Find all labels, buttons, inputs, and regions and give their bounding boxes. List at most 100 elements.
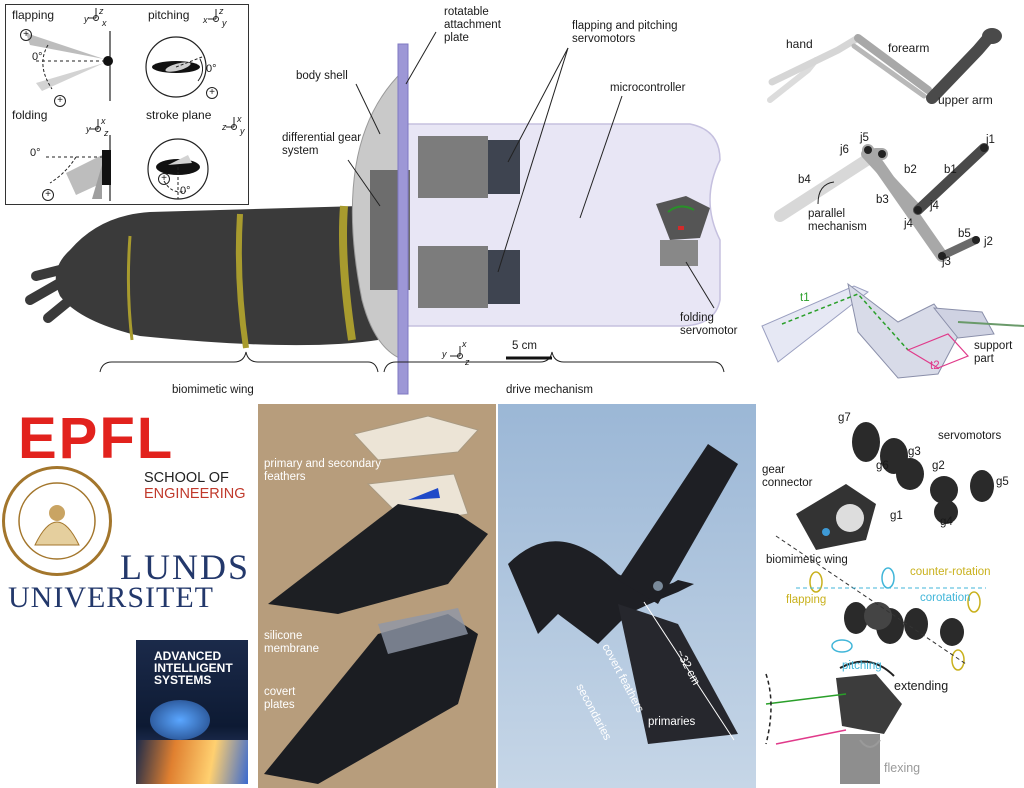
school-of-label: SCHOOL OF	[144, 470, 229, 486]
bar-b2: b2	[904, 164, 917, 176]
flapping-diagram	[26, 31, 113, 101]
lunds-label: LUNDS	[120, 547, 251, 587]
axis-z-2: z	[219, 6, 224, 16]
bar-b4: b4	[798, 174, 811, 186]
axis-x-2: x	[203, 15, 208, 25]
joint-j3: j3	[942, 256, 951, 268]
body-shell-label: body shell	[296, 70, 348, 82]
zero-deg-label-3: 0°	[180, 185, 191, 197]
upper-arm-label: upper arm	[938, 93, 993, 107]
scale-axis-z: z	[465, 357, 470, 367]
scale-axis	[450, 346, 463, 359]
arm-bones	[767, 28, 1002, 104]
wing-photo-shapes	[264, 415, 488, 784]
zero-deg-label-4: 0°	[206, 63, 217, 75]
render-panel: t1 t2 support part	[758, 278, 1024, 400]
drive-mechanism-label: drive mechanism	[506, 384, 593, 396]
primaries-label: primaries	[648, 716, 696, 728]
joint-j4b: j4	[904, 218, 913, 230]
joint-j6: j6	[840, 144, 849, 156]
arm-skeleton-panel: hand forearm upper arm	[758, 0, 1024, 120]
axis-y-3: y	[86, 124, 91, 134]
epfl-logo: EPFL	[18, 406, 175, 471]
folding-servo-graphic	[656, 196, 710, 266]
plus-sign-3: +	[42, 189, 54, 201]
forearm-label: forearm	[888, 41, 930, 55]
journal-cover: ADVANCED INTELLIGENT SYSTEMS	[136, 640, 248, 784]
axis-z-3: z	[104, 128, 109, 138]
linkage-bars	[774, 143, 989, 262]
gear-connector-label: gear connector	[762, 464, 813, 489]
joints	[864, 144, 988, 260]
plus-sign-2: +	[54, 95, 66, 107]
axis-glyphs	[88, 8, 237, 132]
axis-x-3: x	[101, 116, 106, 126]
servomotors-label: flapping and pitching servomotors	[572, 20, 678, 45]
bird-silhouette	[508, 444, 738, 744]
wing-photo: primary and secondary feathers silicone …	[258, 404, 496, 788]
lund-seal	[2, 466, 112, 576]
biomimetic-wing-label: biomimetic wing	[172, 384, 254, 396]
kinematics-drawing	[26, 8, 237, 201]
bar-b5: b5	[958, 228, 971, 240]
folding-diagram	[46, 135, 111, 201]
joint-j2: j2	[984, 236, 993, 248]
scale-axis-x: x	[462, 339, 467, 349]
corotation-label: corotation	[920, 592, 971, 604]
t2-label: t2	[930, 360, 940, 372]
gear-g3: g3	[908, 446, 921, 458]
scale-axis-y: y	[442, 349, 447, 359]
t1-label: t1	[800, 292, 810, 304]
gear-g4: g4	[940, 516, 953, 528]
hand-label: hand	[786, 37, 813, 51]
bird-photo: covert feathers secondaries primaries ~3…	[498, 404, 756, 788]
pitching-diagram	[145, 36, 207, 98]
pitching-gear-label: pitching	[842, 660, 882, 672]
joint-j1: j1	[986, 134, 995, 146]
bar-b3: b3	[876, 194, 889, 206]
covert-plates-label: covert plates	[264, 686, 296, 711]
primary-secondary-label: primary and secondary feathers	[264, 458, 381, 483]
gear-shapes	[796, 422, 994, 784]
gear-g2: g2	[932, 460, 945, 472]
render-mechanism	[761, 282, 1024, 379]
biomimetic-wing-label-2: biomimetic wing	[766, 554, 848, 566]
plus-sign: +	[20, 29, 32, 41]
counter-rotation-label: counter-rotation	[910, 566, 991, 578]
axis-z: z	[99, 6, 104, 16]
flexing-label: flexing	[884, 761, 921, 775]
flapping-gear-label: flapping	[786, 594, 827, 606]
plus-sign-5: +	[158, 173, 170, 185]
gear-g1: g1	[890, 510, 903, 522]
axis-x: x	[102, 18, 107, 28]
light-streaks	[136, 740, 248, 784]
span-line	[643, 601, 735, 741]
kinematics-panel: flapping pitching folding stroke plane 0…	[5, 4, 249, 205]
scale-label: 5 cm	[512, 340, 537, 352]
stroke-plane-label: stroke plane	[146, 108, 212, 122]
linkage-panel: j1 j2 j3 j4 j4 j5 j6 b1 b2 b3 b4 b5 para…	[758, 124, 1024, 274]
attachment-plate	[397, 43, 409, 395]
journal-title-1: ADVANCED	[154, 649, 222, 663]
folding-label: folding	[12, 108, 48, 122]
gear-g5: g5	[996, 476, 1009, 488]
zero-deg-label: 0°	[32, 51, 43, 63]
extending-label: extending	[894, 679, 949, 693]
rotation-arrows	[765, 535, 986, 748]
joint-j4: j4	[930, 200, 939, 212]
leader-lines	[99, 31, 725, 373]
journal-title-3: SYSTEMS	[154, 673, 212, 687]
servo-bottom	[418, 246, 488, 308]
folding-servo-label: folding servomotor	[680, 312, 738, 337]
pitching-label: pitching	[148, 8, 190, 22]
servomotors-label-2: servomotors	[938, 430, 1002, 442]
flapping-label: flapping	[12, 8, 55, 22]
axis-y: y	[84, 14, 89, 24]
wing-shape	[25, 205, 378, 349]
brain-graphic	[150, 700, 210, 740]
rotatable-plate-label: rotatable attachment plate	[444, 6, 501, 44]
bar-b1: b1	[944, 164, 957, 176]
support-part-label: support part	[974, 340, 1013, 365]
gear-g6: g6	[876, 460, 889, 472]
journal-title-2: INTELLIGENT	[154, 661, 233, 675]
